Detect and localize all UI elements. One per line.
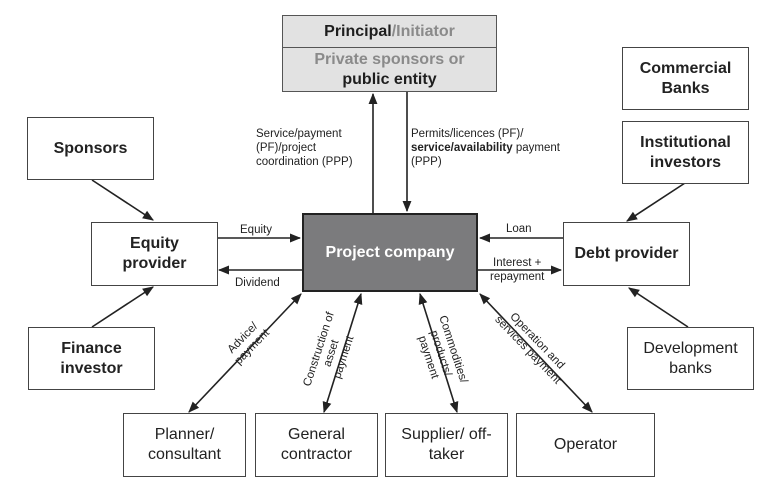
permits-label: Permits/licences (PF)/ service/availabil… [411,128,560,168]
development-banks-box: Development banks [627,327,754,390]
arrow-commodities [418,292,459,414]
supplier-offtaker-box: Supplier/ off- taker [385,413,508,477]
planner-consultant-box: Planner/ consultant [123,413,246,477]
arrow-finance-to-equity [91,286,154,328]
project-company-label: Project company [325,243,455,261]
service-payment-label: Service/payment (PF)/project coordinatio… [256,128,353,168]
commercial-banks-box: Commercial Banks [622,47,749,110]
debt-provider-box: Debt provider [563,222,690,286]
project-company-box: Project company [302,213,478,292]
finance-investor-box: Finance investor [28,327,155,390]
institutional-investors-box: Institutional investors [622,121,749,184]
arrow-development-to-debt [628,287,689,328]
equity-provider-box: Equity provider [91,222,218,286]
general-contractor-box: General contractor [255,413,378,477]
arrow-institutional-to-debt [626,182,686,222]
arrow-advice [188,293,302,413]
arrow-operation [479,293,593,413]
arrow-construction [322,292,363,414]
loan-flow-label: Loan [506,223,532,235]
sponsors-box: Sponsors [27,117,154,180]
principal-label: Principal [324,22,392,40]
initiator-label: /Initiator [391,22,455,40]
arrow-sponsors-to-equity [91,179,154,221]
interest-flow-label: Interest + repayment [490,257,545,283]
principal-line1: Private sponsors or [314,51,465,68]
principal-title: Principal/Initiator [283,16,496,48]
principal-box: Principal/Initiator Private sponsors or … [282,15,497,92]
equity-flow-label: Equity [240,224,272,236]
dividend-flow-label: Dividend [235,277,280,289]
operator-box: Operator [516,413,655,477]
principal-line2: public entity [342,71,437,88]
